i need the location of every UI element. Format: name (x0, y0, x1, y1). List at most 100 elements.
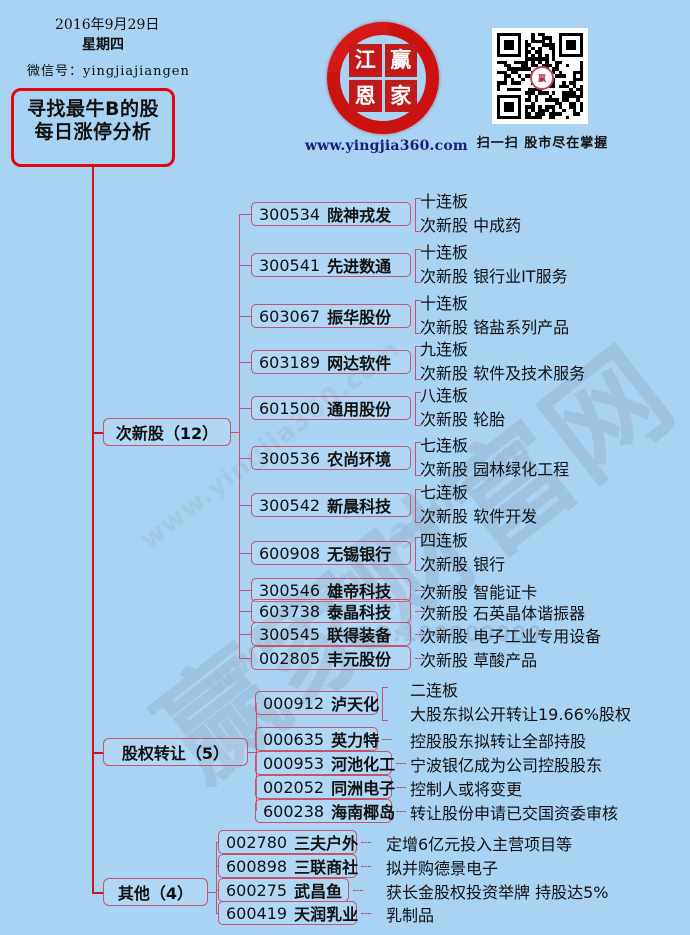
node-connector (239, 408, 251, 409)
node-connector (216, 913, 218, 914)
stock-name: 泰晶科技 (327, 603, 392, 622)
detail-dash (361, 913, 371, 915)
weekday-label: 星期四 (82, 37, 124, 53)
stock-code: 300546 (259, 580, 321, 600)
detail-bracket (415, 489, 421, 523)
seal-char-2: 赢 (384, 44, 417, 77)
category-node-guquan[interactable]: 股权转让（5） (103, 738, 248, 766)
category-label: 次新股（12） (115, 424, 219, 443)
detail-line-desc: 次新股 草酸产品 (420, 651, 538, 670)
node-connector (239, 214, 251, 215)
stock-node[interactable]: 600898 三联商社 (218, 854, 359, 878)
detail-line-desc: 控制人或将变更 (410, 780, 523, 799)
site-url-label: www.yingjia360.com (305, 138, 468, 154)
wechat-id-label: 微信号：yingjiajiangen (27, 64, 190, 79)
stock-code: 300542 (259, 495, 321, 515)
detail-line-board: 九连板 (420, 340, 469, 359)
detail-line-board: 十连板 (420, 243, 469, 262)
detail-dash (415, 634, 425, 636)
stock-name: 海南椰岛 (331, 803, 396, 822)
detail-line-desc: 获长金股权投资举牌 持股达5% (386, 883, 609, 902)
detail-line-desc: 宁波银亿成为公司控股股东 (410, 756, 603, 775)
detail-line-desc: 次新股 软件及技术服务 (420, 364, 586, 383)
detail-dash (382, 739, 392, 741)
detail-line-desc: 次新股 软件开发 (420, 507, 538, 526)
category-node-cixin[interactable]: 次新股（12） (103, 418, 231, 446)
detail-line-desc: 次新股 电子工业专用设备 (420, 627, 602, 646)
detail-line-board: 十连板 (420, 192, 469, 211)
stock-node[interactable]: 600238 海南椰岛 (255, 799, 396, 823)
detail-line-desc: 次新股 轮胎 (420, 410, 506, 429)
title-line-1: 寻找最牛B的股 (27, 98, 159, 120)
node-connector (239, 265, 251, 266)
detail-line-desc: 拟并购德景电子 (386, 859, 499, 878)
detail-bracket (415, 300, 421, 334)
detail-line-desc: 次新股 银行业IT服务 (420, 267, 568, 286)
detail-line-desc: 控股股东拟转让全部持股 (410, 732, 587, 751)
stock-name: 三联商社 (294, 858, 359, 877)
stock-node[interactable]: 600419 天润乳业 (218, 901, 359, 925)
category-label: 其他（4） (117, 884, 194, 903)
detail-dash (415, 590, 425, 592)
category-node-qita[interactable]: 其他（4） (103, 878, 208, 906)
logo-seal-icon: 江 赢 恩 家 (349, 44, 417, 112)
node-connector (239, 362, 251, 363)
stock-code: 300545 (259, 624, 321, 644)
node-connector (239, 658, 251, 659)
page-title: 寻找最牛B的股每日涨停分析 (11, 88, 175, 167)
detail-bracket (415, 392, 421, 426)
stock-code: 601500 (259, 398, 321, 418)
detail-bracket (415, 442, 421, 476)
stock-code: 000635 (263, 729, 325, 749)
stock-code: 000953 (263, 753, 325, 773)
stock-name: 天润乳业 (294, 905, 359, 924)
stock-name: 无锡银行 (327, 545, 392, 564)
node-connector (216, 890, 218, 891)
stock-node[interactable]: 603738 泰晶科技 (251, 599, 411, 623)
branch-joint-guquan (248, 752, 256, 753)
stock-node[interactable]: 601500 通用股份 (251, 396, 411, 420)
stock-code: 603067 (259, 306, 321, 326)
detail-line-board: 七连板 (420, 483, 469, 502)
detail-dash (353, 890, 363, 892)
seal-char-3: 恩 (349, 79, 382, 112)
stock-code: 600419 (226, 903, 288, 923)
stock-code: 600238 (263, 801, 325, 821)
stock-code: 603738 (259, 601, 321, 621)
stock-code: 600898 (226, 856, 288, 876)
detail-line-desc: 次新股 智能证卡 (420, 583, 538, 602)
node-connector (239, 458, 251, 459)
detail-bracket (382, 687, 388, 721)
stock-name: 泸天化 (331, 695, 380, 714)
detail-line-desc: 次新股 园林绿化工程 (420, 460, 570, 479)
title-line-2: 每日涨停分析 (34, 121, 152, 144)
seal-char-1: 江 (349, 44, 382, 77)
stock-code: 300541 (259, 255, 321, 275)
stock-name: 通用股份 (327, 400, 392, 419)
stock-code: 300536 (259, 448, 321, 468)
branch-spine-qita (216, 842, 217, 913)
detail-dash (396, 811, 406, 813)
stock-code: 300534 (259, 204, 321, 224)
detail-dash (361, 842, 371, 844)
detail-bracket (415, 537, 421, 571)
brand-logo: 江 赢 恩 家 www.yingjia360.com (305, 18, 468, 158)
detail-line-board: 二连板 (410, 681, 459, 700)
